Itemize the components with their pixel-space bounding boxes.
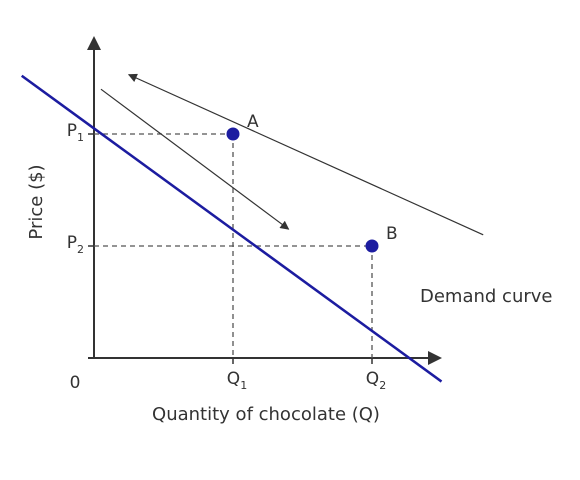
x-axis-arrowhead	[428, 351, 442, 365]
point-b	[365, 239, 379, 253]
y-tick-label-p1: P1	[67, 121, 84, 144]
x-tick-label-q1: Q1	[227, 369, 247, 392]
demand-curve-line	[20, 74, 443, 383]
y-axis-arrowhead	[87, 36, 101, 50]
x-tick-label-q2: Q2	[366, 369, 386, 392]
point-label-a: A	[247, 112, 259, 132]
point-a	[226, 127, 240, 141]
y-axis-title: Price ($)	[26, 164, 47, 239]
movement-arrow-down-right	[100, 88, 290, 230]
series-label-demand-curve: Demand curve	[420, 286, 553, 307]
point-label-b: B	[386, 224, 398, 244]
movement-arrow-up-left	[127, 73, 484, 236]
origin-label: 0	[70, 373, 81, 393]
y-tick-label-p2: P2	[67, 233, 84, 256]
x-axis-title: Quantity of chocolate (Q)	[152, 404, 380, 425]
